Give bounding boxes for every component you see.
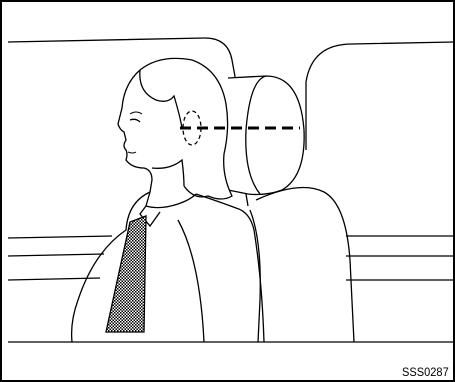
head-restraint [228, 76, 304, 195]
figure-code-label: SSS0287 [402, 365, 449, 379]
